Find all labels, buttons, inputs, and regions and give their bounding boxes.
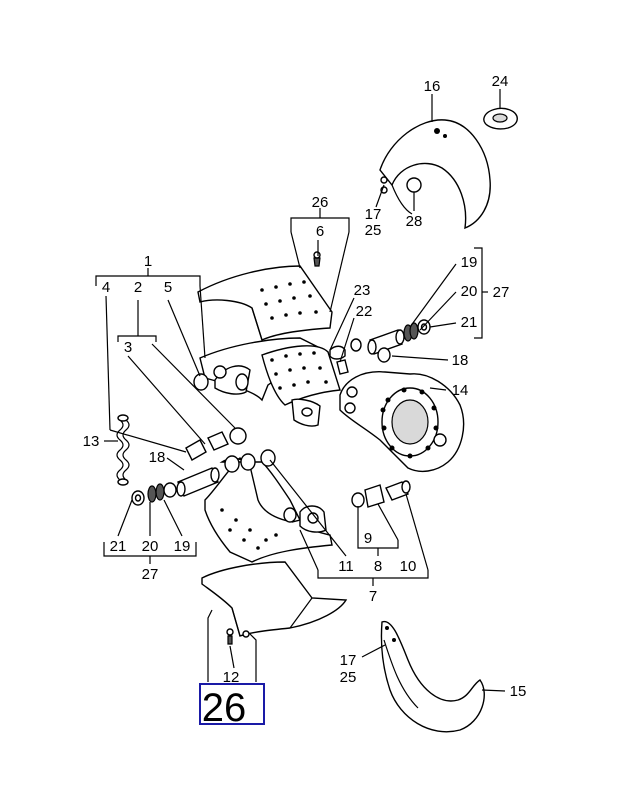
highlight-box — [199, 683, 265, 725]
callout-8: 8 — [374, 558, 382, 575]
callout-23: 23 — [354, 282, 371, 299]
callout-2: 2 — [134, 279, 142, 296]
callout-13: 13 — [83, 433, 100, 450]
brake-lining-lower — [201, 561, 348, 637]
callout-12: 12 — [223, 669, 240, 686]
callout-19-left: 19 — [174, 538, 191, 555]
leader-lines — [95, 89, 506, 692]
plug-part — [483, 107, 518, 130]
pins-upper-right — [329, 338, 362, 375]
return-spring — [116, 414, 130, 486]
brake-shoe-upper — [193, 337, 341, 427]
pins-lower-right — [351, 480, 411, 508]
callout-18-left: 18 — [149, 449, 166, 466]
callout-9: 9 — [364, 530, 372, 547]
brake-spider-bracket — [339, 371, 465, 473]
pins-left — [185, 427, 247, 461]
brake-shoe-lower — [204, 449, 333, 563]
highlight-label: 26 — [202, 686, 247, 730]
callout-28: 28 — [406, 213, 423, 230]
adjuster-assembly-left — [131, 467, 220, 506]
callout-3: 3 — [124, 339, 132, 356]
callout-25-lower: 25 — [340, 669, 357, 686]
rivet-upper — [313, 251, 321, 267]
callout-10: 10 — [400, 558, 417, 575]
callout-16: 16 — [424, 78, 441, 95]
callout-14: 14 — [452, 382, 469, 399]
callout-20-right: 20 — [461, 283, 478, 300]
brake-lining-upper — [197, 265, 333, 341]
callout-21-right: 21 — [461, 314, 478, 331]
callout-6: 6 — [316, 223, 324, 240]
dust-shield-upper — [379, 119, 491, 230]
callout-7: 7 — [369, 588, 377, 605]
callout-19-right: 19 — [461, 254, 478, 271]
callout-17-lower: 17 — [340, 652, 357, 669]
callout-25-upper: 25 — [365, 222, 382, 239]
callout-5: 5 — [164, 279, 172, 296]
callout-27-left: 27 — [142, 566, 159, 583]
rivet-lower — [226, 628, 250, 645]
callout-1: 1 — [144, 253, 152, 270]
callout-18-right: 18 — [452, 352, 469, 369]
callout-27-right: 27 — [493, 284, 510, 301]
callout-21-left: 21 — [110, 538, 127, 555]
callout-26-upper: 26 — [312, 194, 329, 211]
callout-22: 22 — [356, 303, 373, 320]
callout-20-left: 20 — [142, 538, 159, 555]
callout-11: 11 — [338, 558, 354, 575]
adjuster-assembly-right — [367, 319, 431, 363]
callout-4: 4 — [102, 279, 110, 296]
callout-24: 24 — [492, 73, 509, 90]
highlight-part-26[interactable]: 26 — [199, 683, 265, 730]
callout-15: 15 — [510, 683, 527, 700]
callout-labels: 24 16 17 25 28 26 6 1 4 2 5 3 23 22 19 2… — [83, 73, 527, 700]
dust-shield-lower — [380, 620, 485, 733]
callout-17-upper: 17 — [365, 206, 382, 223]
